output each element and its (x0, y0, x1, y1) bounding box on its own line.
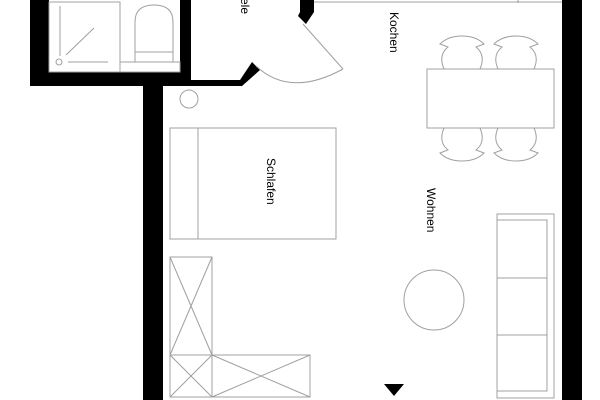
toilet-icon (119, 4, 181, 73)
room-label-diele: ele (238, 0, 252, 15)
room-label-schlafen: Schlafen (264, 158, 278, 205)
room-label-kochen: Kochen (387, 12, 401, 53)
bed-icon (169, 127, 337, 240)
kitchen-counter (314, 0, 562, 3)
entrance-triangle-icon (384, 384, 404, 396)
shower-icon (48, 1, 121, 73)
dining-table-icon (426, 35, 555, 162)
lamp-icon (179, 89, 199, 109)
door-swing[interactable] (255, 23, 344, 84)
wardrobe-icon (169, 256, 311, 398)
walls (30, 0, 582, 400)
room-label-wohnen: Wohnen (424, 188, 438, 233)
sofa-icon (496, 213, 555, 399)
round-table-icon (403, 269, 465, 331)
